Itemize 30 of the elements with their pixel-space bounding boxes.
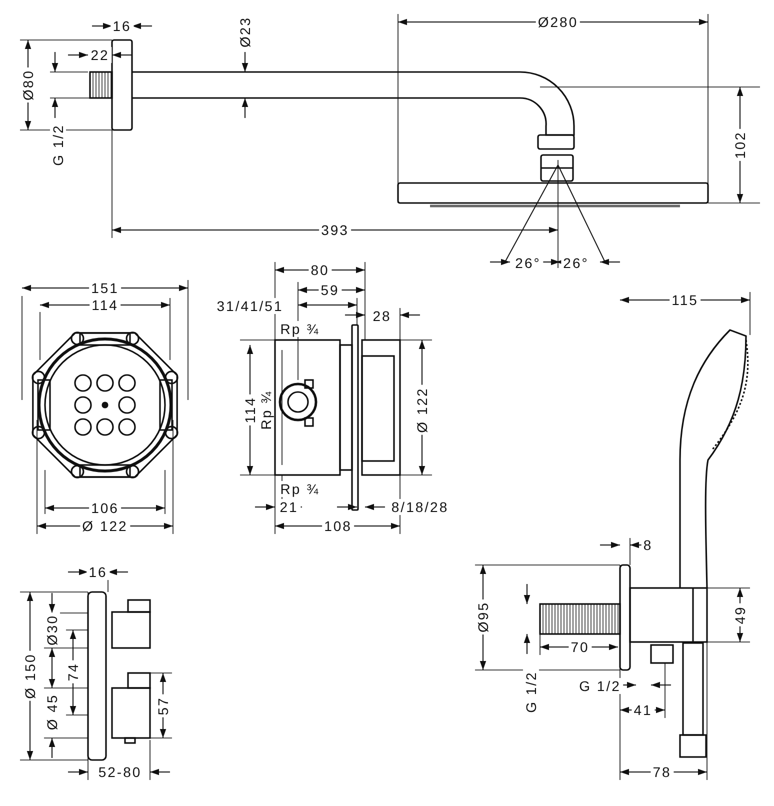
dimension-label: Ø30	[44, 612, 60, 648]
dimension-label: 41	[632, 702, 654, 718]
dimension-label: 57	[155, 694, 171, 718]
dimension-label: 16	[110, 18, 134, 34]
dimension-label: 106	[89, 500, 121, 516]
dimension-label: 16	[86, 564, 110, 580]
dimension-label: 108	[322, 518, 354, 534]
dimension-label: Ø 122	[414, 385, 430, 435]
dimension-label: 49	[732, 604, 748, 626]
dimension-label: Ø80	[20, 68, 36, 102]
dimension-label: Ø280	[536, 14, 580, 30]
dimension-label: 21	[278, 499, 300, 515]
dimension-label: 78	[650, 764, 674, 780]
dimension-label: 70	[568, 639, 592, 655]
dimension-label: 114	[90, 297, 120, 313]
dimension-label: 74	[65, 660, 81, 684]
dimension-label: 115	[670, 292, 700, 308]
dimension-label: 26°	[513, 255, 543, 271]
dimension-label: 114	[242, 394, 258, 426]
dimension-label: 151	[89, 280, 121, 296]
dimension-label: 59	[318, 282, 342, 298]
dimension-label: 102	[732, 129, 748, 161]
dimension-label: G 1/2	[523, 669, 539, 715]
dimension-label: 22	[88, 47, 112, 63]
dimension-label: Ø 150	[22, 651, 38, 701]
dimension-label: Ø 122	[80, 518, 130, 534]
dimension-label: Ø95	[475, 600, 491, 634]
dimension-label: 80	[308, 262, 332, 278]
dimension-label: 393	[319, 222, 351, 238]
dimension-label: G 1/2	[577, 678, 623, 694]
